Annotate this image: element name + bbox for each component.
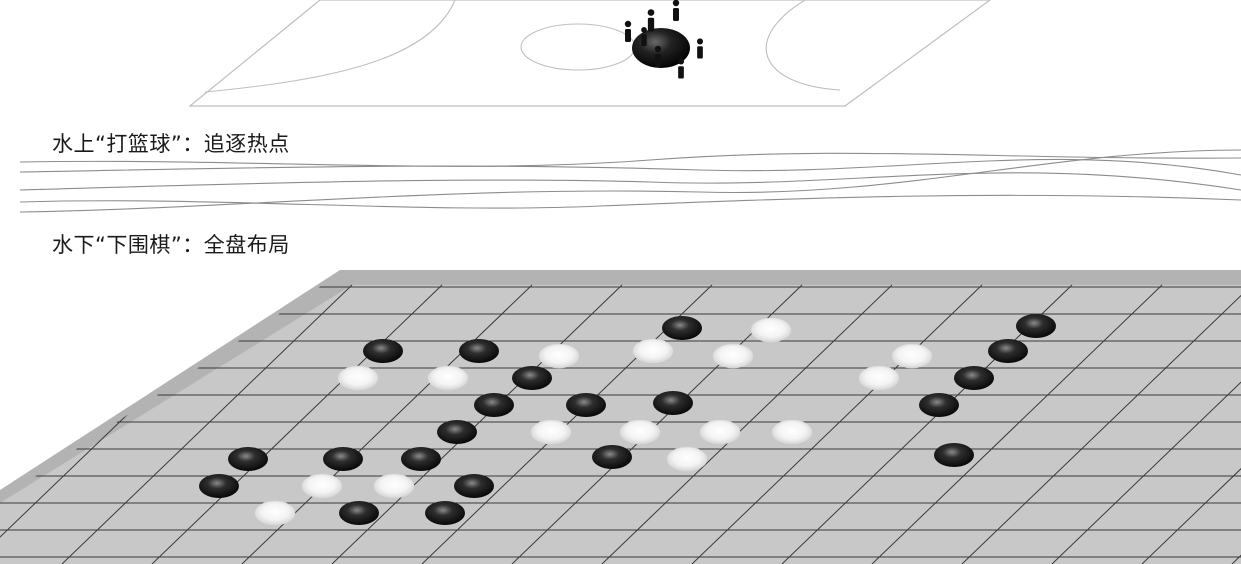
caption-water-surface: 水上“打篮球”：追逐热点 bbox=[52, 132, 290, 156]
white-go-stone-icon-15 bbox=[373, 473, 415, 499]
black-go-stone-icon-21 bbox=[425, 501, 465, 525]
black-go-stone-icon-17 bbox=[934, 443, 974, 467]
white-go-stone-icon-9 bbox=[530, 419, 572, 445]
person-icon-1 bbox=[624, 20, 632, 42]
person-head bbox=[647, 9, 655, 16]
black-go-stone-icon-11 bbox=[919, 393, 959, 417]
black-go-stone-icon-9 bbox=[566, 393, 606, 417]
caption-under-water: 水下“下围棋”：全盘布局 bbox=[52, 233, 290, 257]
white-go-stone-icon-3 bbox=[632, 338, 674, 364]
black-go-stone-icon-12 bbox=[437, 420, 477, 444]
person-body bbox=[625, 29, 631, 42]
white-go-stone-icon-7 bbox=[427, 365, 469, 391]
black-go-stone-icon-6 bbox=[512, 366, 552, 390]
players-group bbox=[624, 0, 704, 79]
wave-line-2 bbox=[19, 158, 1241, 176]
black-go-stone-icon-10 bbox=[653, 391, 693, 415]
person-body bbox=[641, 34, 647, 47]
white-go-stone-icon-8 bbox=[858, 365, 900, 391]
person-icon-6 bbox=[696, 38, 704, 59]
white-go-stone-icon-12 bbox=[771, 419, 813, 445]
person-icon-5 bbox=[654, 45, 662, 67]
white-go-stone-icon-6 bbox=[337, 365, 379, 391]
white-go-stone-icon-2 bbox=[538, 343, 580, 369]
person-head bbox=[624, 20, 632, 28]
white-go-stone-icon-14 bbox=[301, 473, 343, 499]
court-left-arc bbox=[204, 0, 456, 93]
black-go-stone-icon-7 bbox=[954, 366, 994, 390]
wave-line-4 bbox=[19, 194, 1241, 209]
white-go-stone-icon-13 bbox=[666, 446, 708, 472]
wave-line-3 bbox=[19, 172, 1241, 191]
person-body bbox=[678, 66, 684, 79]
grid-col-15 bbox=[1141, 284, 1241, 564]
black-go-stone-icon-2 bbox=[1016, 314, 1056, 338]
wave-line-5 bbox=[19, 149, 1241, 213]
black-go-stone-icon-4 bbox=[363, 339, 403, 363]
white-go-stone-icon-16 bbox=[254, 500, 296, 526]
go-stones bbox=[199, 314, 1056, 526]
black-go-stone-icon-8 bbox=[474, 393, 514, 417]
black-go-stone-icon-18 bbox=[199, 474, 239, 498]
water-waves bbox=[19, 149, 1241, 213]
person-icon-7 bbox=[677, 58, 685, 79]
black-go-stone-icon-16 bbox=[592, 445, 632, 469]
grid-col-6 bbox=[331, 284, 623, 564]
go-board bbox=[0, 270, 1241, 564]
person-head bbox=[654, 45, 662, 53]
person-head bbox=[696, 38, 704, 45]
black-go-stone-icon-13 bbox=[228, 447, 268, 471]
black-go-stone-icon-19 bbox=[454, 474, 494, 498]
grid-col-12 bbox=[871, 284, 1163, 564]
basketball-court bbox=[188, 0, 992, 107]
grid-col-13 bbox=[961, 284, 1241, 564]
white-go-stone-icon-4 bbox=[712, 343, 754, 369]
white-go-stone-icon-1 bbox=[750, 317, 792, 343]
court-right-arc bbox=[765, 0, 841, 91]
white-go-stone-icon-10 bbox=[619, 419, 661, 445]
black-go-stone-icon-5 bbox=[459, 339, 499, 363]
person-body bbox=[673, 8, 679, 21]
person-icon-2 bbox=[647, 9, 655, 32]
grid-col-3 bbox=[61, 284, 353, 564]
black-go-stone-icon-20 bbox=[339, 501, 379, 525]
person-body bbox=[647, 17, 655, 32]
black-go-stone-icon-14 bbox=[323, 447, 363, 471]
person-head bbox=[672, 0, 680, 7]
white-go-stone-icon-11 bbox=[699, 419, 741, 445]
black-go-stone-icon-3 bbox=[988, 339, 1028, 363]
court-outline bbox=[188, 0, 992, 107]
grid-col-4 bbox=[151, 284, 443, 564]
grid-col-9 bbox=[601, 284, 893, 564]
black-go-stone-icon-15 bbox=[401, 447, 441, 471]
white-go-stone-icon-5 bbox=[891, 343, 933, 369]
person-icon-4 bbox=[641, 27, 647, 47]
person-body bbox=[697, 46, 703, 59]
grid-col-10 bbox=[691, 284, 983, 564]
person-head bbox=[641, 27, 647, 33]
person-icon-3 bbox=[672, 0, 680, 21]
person-head bbox=[677, 58, 685, 65]
grid-col-14 bbox=[1051, 284, 1241, 564]
wave-line-1 bbox=[19, 152, 1241, 167]
court-center-circle bbox=[520, 23, 636, 71]
black-go-stone-icon-1 bbox=[662, 316, 702, 340]
person-body bbox=[655, 54, 661, 67]
